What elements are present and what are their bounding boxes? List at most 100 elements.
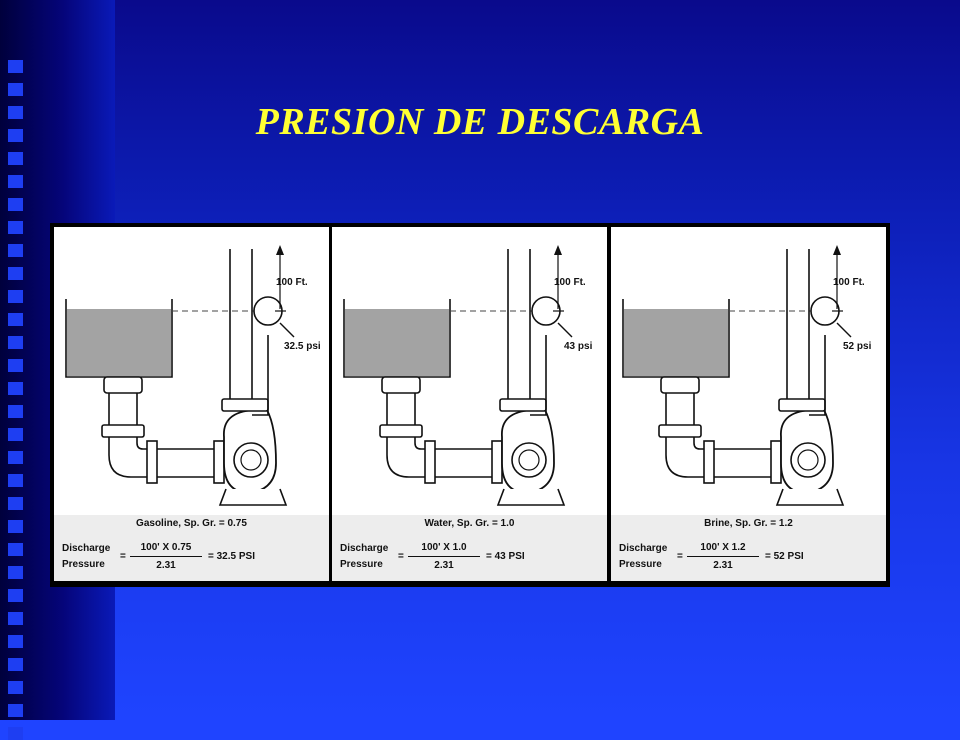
decorative-square [8,543,23,556]
pump-base [496,488,566,506]
formula-result: = 52 PSI [765,551,804,562]
elbow-outer [386,437,427,478]
pressure-gauge-reading: 52 psi [843,341,872,352]
decorative-square [8,336,23,349]
discharge-pressure-formula: Discharge Pressure = 100' X 0.75 2.31 = … [62,541,324,575]
gauge-pointer-line [279,322,295,338]
discharge-flange [778,398,826,412]
height-label: 100 Ft. [833,277,865,288]
decorative-square [8,635,23,648]
formula-denominator: 2.31 [713,560,733,571]
suction-flange-right [770,440,782,484]
suction-flange-right [491,440,503,484]
pump-base [218,488,288,506]
decorative-square [8,152,23,165]
decorative-square [8,60,23,73]
fluid-label: Gasoline, Sp. Gr. = 0.75 [136,518,247,529]
decorative-square [8,290,23,303]
height-arrow-head [833,245,841,255]
tank-outlet-flange [660,376,700,394]
tank-outlet-flange [103,376,143,394]
tank-fluid [624,309,728,376]
suction-flange-left [424,440,436,484]
formula-label-discharge: Discharge [619,543,668,554]
suction-pipe-horizontal [157,448,214,478]
caption-area [54,515,329,581]
fraction-bar [687,556,759,557]
diagram-panel-water: 100 Ft. 43 psi Water, Sp. Gr. = 1.0 Disc… [332,227,607,581]
pump-diagram-figure: 100 Ft. 32.5 psi Gasoline, Sp. Gr. = 0.7… [50,223,890,587]
formula-label-pressure: Pressure [340,559,383,570]
gauge-tubing [252,335,269,416]
pipe-coupling [379,424,423,438]
fraction-bar [408,556,480,557]
discharge-riser-pipe [507,249,531,399]
decorative-square [8,658,23,671]
diagram-panel-gasoline: 100 Ft. 32.5 psi Gasoline, Sp. Gr. = 0.7… [54,227,329,581]
pressure-gauge-reading: 43 psi [564,341,593,352]
fluid-label: Brine, Sp. Gr. = 1.2 [704,518,793,529]
fraction-bar [130,556,202,557]
decorative-square [8,267,23,280]
decorative-square [8,451,23,464]
gauge-pointer-line [557,322,573,338]
pipe-coupling [101,424,145,438]
suction-flange-left [146,440,158,484]
decorative-square [8,612,23,625]
tank-outlet-flange [381,376,421,394]
height-label: 100 Ft. [554,277,586,288]
gauge-pointer-line [836,322,852,338]
decorative-square [8,681,23,694]
discharge-riser-pipe [786,249,810,399]
pump-base [775,488,845,506]
diagram-panel-brine: 100 Ft. 52 psi Brine, Sp. Gr. = 1.2 Disc… [611,227,886,581]
elbow-outer [665,437,706,478]
discharge-flange [499,398,547,412]
elbow-outer [108,437,149,478]
elbow-inner [414,437,427,450]
formula-label-discharge: Discharge [340,543,389,554]
suction-pipe-horizontal [435,448,492,478]
pump-illustration [343,245,573,506]
decorative-square [8,313,23,326]
formula-equals: = [398,551,404,562]
pump-impeller-hub [797,449,819,471]
formula-equals: = [677,551,683,562]
height-label: 100 Ft. [276,277,308,288]
gauge-tubing [809,335,826,416]
discharge-pressure-formula: Discharge Pressure = 100' X 1.2 2.31 = 5… [619,541,881,575]
suction-flange-right [213,440,225,484]
decorative-square [8,175,23,188]
pump-illustration [622,245,852,506]
decorative-square [8,106,23,119]
discharge-riser-pipe [229,249,253,399]
decorative-square [8,198,23,211]
formula-denominator: 2.31 [434,560,454,571]
elbow-inner [136,437,149,450]
discharge-pressure-formula: Discharge Pressure = 100' X 1.0 2.31 = 4… [340,541,602,575]
height-arrow-head [554,245,562,255]
decorative-square [8,428,23,441]
decorative-square [8,83,23,96]
decorative-square [8,405,23,418]
decorative-square [8,704,23,717]
decorative-square [8,359,23,372]
decorative-square [8,727,23,740]
caption-area [611,515,886,581]
suction-flange-left [703,440,715,484]
decorative-square [8,244,23,257]
pump-illustration [65,245,295,506]
slide-title: PRESION DE DESCARGA [255,101,705,143]
decorative-square [8,382,23,395]
formula-result: = 32.5 PSI [208,551,255,562]
formula-denominator: 2.31 [156,560,176,571]
formula-numerator: 100' X 1.0 [421,542,467,553]
pump-impeller-hub [240,449,262,471]
formula-result: = 43 PSI [486,551,525,562]
discharge-flange [221,398,269,412]
decorative-square [8,129,23,142]
tank-fluid [67,309,171,376]
gauge-tubing [530,335,547,416]
formula-numerator: 100' X 0.75 [140,542,192,553]
decorative-square [8,589,23,602]
